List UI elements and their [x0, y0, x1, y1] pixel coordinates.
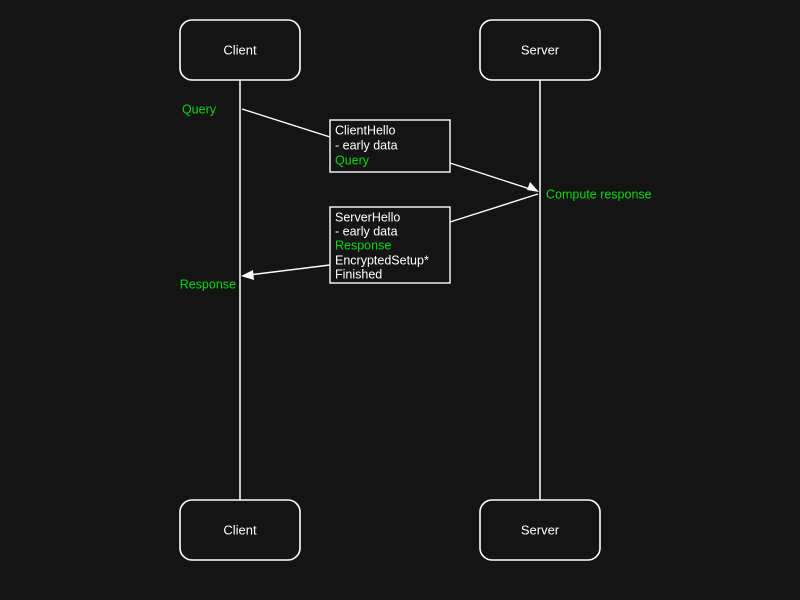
actor-server-bottom[interactable]: Server [479, 499, 601, 561]
arrowhead-to-client [241, 270, 254, 280]
note-label-query: Query [182, 102, 217, 116]
message-line-serverhello-3: EncryptedSetup* [335, 253, 429, 267]
actor-server-bottom-box [479, 499, 601, 561]
arrow-client-to-clienthello [241, 108, 331, 138]
actor-client-top-box [179, 19, 301, 81]
message-line-serverhello-0: ServerHello [335, 210, 400, 224]
actor-client-top-label: Client [223, 42, 257, 57]
arrow-serverhello-to-client [248, 264, 331, 276]
actor-client-bottom-label: Client [223, 522, 257, 537]
note-label-compute-response: Compute response [546, 187, 652, 201]
message-box-client-hello[interactable]: ClientHello - early data Query [329, 119, 451, 173]
arrow-clienthello-to-server [449, 162, 534, 191]
message-line-clienthello-2: Query [335, 153, 370, 167]
message-box-client-hello-frame [329, 119, 451, 173]
actor-client-bottom[interactable]: Client [179, 499, 301, 561]
actor-server-top-box [479, 19, 601, 81]
arrowhead-to-server [527, 182, 539, 192]
note-label-response: Response [180, 277, 236, 291]
message-line-serverhello-2: Response [335, 238, 391, 252]
message-line-clienthello-1: - early data [335, 138, 398, 152]
actor-server-bottom-label: Server [521, 522, 560, 537]
arrow-server-to-serverhello [449, 193, 539, 223]
message-line-serverhello-1: - early data [335, 224, 398, 238]
actor-client-bottom-box [179, 499, 301, 561]
actor-client-top[interactable]: Client [179, 19, 301, 81]
actor-server-top-label: Server [521, 42, 560, 57]
message-box-server-hello[interactable]: ServerHello - early data Response Encryp… [329, 206, 451, 284]
message-box-server-hello-frame [329, 206, 451, 284]
message-line-clienthello-0: ClientHello [335, 123, 395, 137]
actor-server-top[interactable]: Server [479, 19, 601, 81]
message-line-serverhello-4: Finished [335, 267, 382, 281]
